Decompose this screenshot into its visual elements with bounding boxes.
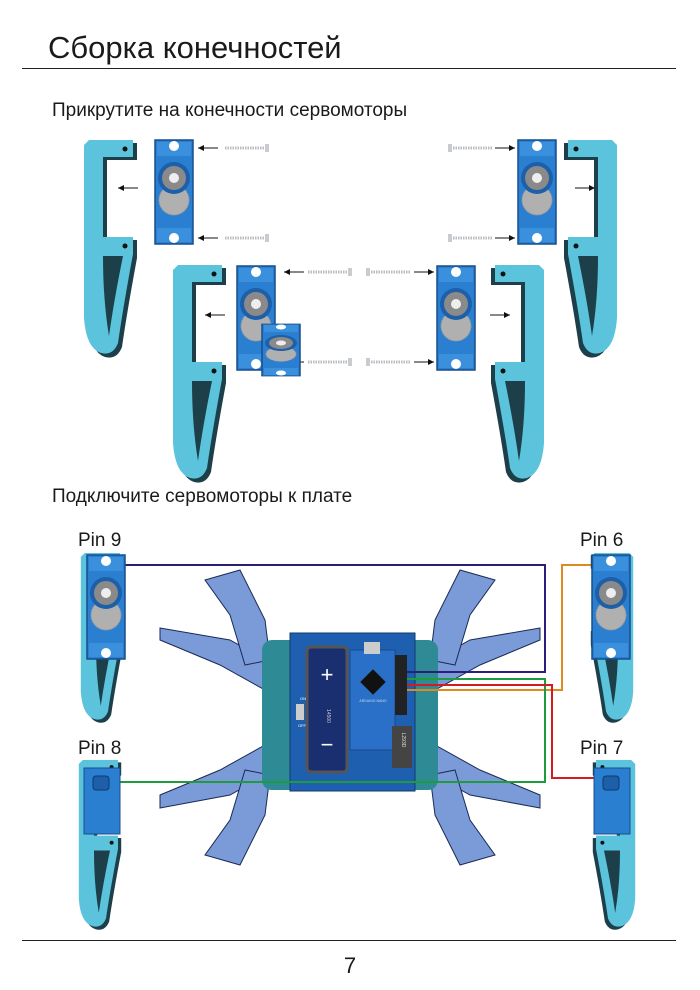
battery-label: 14500 bbox=[325, 709, 331, 723]
arrow-icon bbox=[197, 144, 219, 152]
screw-icon bbox=[364, 266, 412, 278]
wire-pin8 bbox=[120, 678, 546, 783]
arrow-icon bbox=[494, 234, 516, 242]
screw-icon bbox=[306, 356, 354, 368]
title-divider bbox=[22, 68, 676, 69]
arrow-icon bbox=[413, 268, 435, 276]
step-2-heading: Подключите сервомоторы к плате bbox=[52, 486, 353, 507]
spider-arms bbox=[159, 569, 541, 866]
switch-off-label: OFF bbox=[298, 723, 307, 728]
screw-icon bbox=[364, 356, 412, 368]
servo-pin6 bbox=[591, 554, 631, 660]
limb-middle-right bbox=[491, 265, 544, 483]
servo-middle-right bbox=[436, 265, 476, 371]
usb-port bbox=[364, 642, 380, 654]
pin-label-6: Pin 6 bbox=[580, 530, 624, 551]
limb-top-right bbox=[564, 140, 617, 358]
battery-holder bbox=[305, 645, 349, 774]
arrow-icon bbox=[494, 144, 516, 152]
driver-label: L293D bbox=[400, 733, 406, 748]
arrow-icon bbox=[574, 184, 596, 192]
arduino-nano bbox=[349, 649, 396, 751]
arrow-icon bbox=[204, 311, 226, 319]
servo-icon bbox=[261, 323, 301, 377]
screw-icon bbox=[446, 232, 494, 244]
pin-label-8: Pin 8 bbox=[78, 738, 122, 759]
arrow-icon bbox=[117, 184, 139, 192]
arrow-icon bbox=[413, 358, 435, 366]
servo-top-left bbox=[154, 139, 194, 245]
screw-icon bbox=[446, 142, 494, 154]
servo-pin9 bbox=[86, 554, 126, 660]
screw-icon bbox=[306, 266, 354, 278]
limb-top-left bbox=[84, 140, 137, 358]
servo-top-right bbox=[517, 139, 557, 245]
wire-pin7 bbox=[407, 684, 598, 779]
servo-horn bbox=[602, 775, 620, 791]
screw-icon bbox=[223, 142, 271, 154]
servo-header bbox=[395, 655, 407, 715]
screw-icon bbox=[223, 232, 271, 244]
page-title: Сборка конечностей bbox=[48, 30, 342, 65]
footer-divider bbox=[22, 940, 676, 941]
mcu-chip bbox=[360, 669, 386, 695]
arrow-icon bbox=[197, 234, 219, 242]
battery-plus: + bbox=[321, 662, 334, 687]
limb-middle-left bbox=[173, 265, 226, 483]
pin-label-7: Pin 7 bbox=[580, 738, 624, 759]
servo-horn bbox=[92, 775, 110, 791]
power-switch[interactable] bbox=[296, 704, 304, 720]
wire-pin6 bbox=[407, 564, 595, 691]
battery-minus: − bbox=[321, 732, 334, 757]
arrow-icon bbox=[283, 268, 305, 276]
step-1-heading: Прикрутите на конечности сервомоторы bbox=[52, 100, 408, 121]
mcu-label: ARDUINO NANO bbox=[359, 699, 387, 703]
arrow-icon bbox=[489, 311, 511, 319]
page-number: 7 bbox=[343, 953, 357, 978]
driver-chip bbox=[392, 726, 412, 768]
pin-label-9: Pin 9 bbox=[78, 530, 122, 551]
wire-pin9 bbox=[120, 564, 546, 673]
switch-on-label: ON bbox=[300, 696, 306, 701]
